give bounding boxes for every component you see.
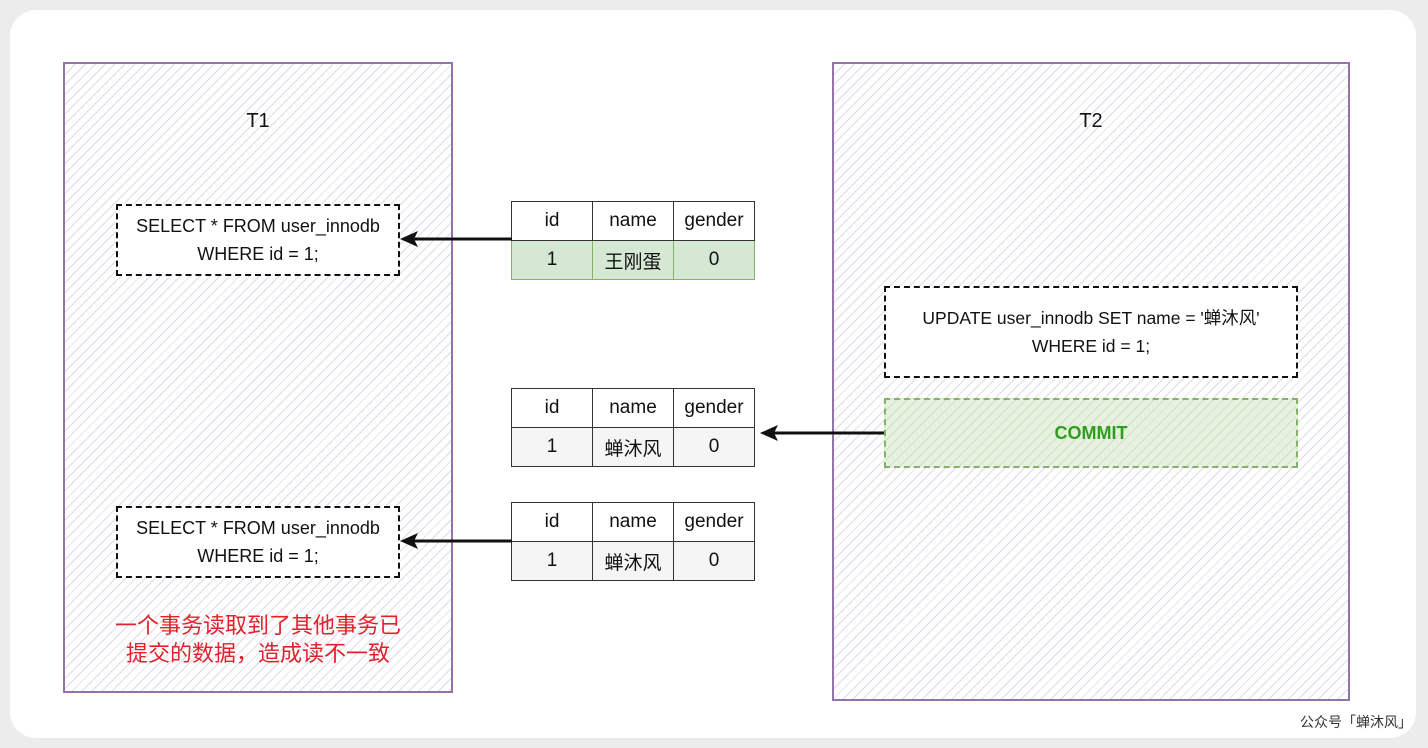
t2-update-query: UPDATE user_innodb SET name = '蝉沐风' WHER…	[884, 286, 1298, 378]
t1-select-2-line2: WHERE id = 1;	[197, 546, 319, 566]
data-table-after-commit: id name gender 1 蝉沐风 0	[511, 388, 755, 467]
t1-select-query-1: SELECT * FROM user_innodb WHERE id = 1;	[116, 204, 400, 276]
table-header-cell: id	[511, 201, 593, 241]
table-cell-name: 王刚蛋	[592, 240, 674, 280]
table-cell-gender: 0	[673, 427, 755, 467]
t1-select-query-2: SELECT * FROM user_innodb WHERE id = 1;	[116, 506, 400, 578]
table-header-cell: name	[592, 201, 674, 241]
lane-t2-title: T2	[1079, 110, 1103, 132]
t1-select-1-line2: WHERE id = 1;	[197, 244, 319, 264]
t2-commit-box: COMMIT	[884, 398, 1298, 468]
arrow-commit-to-table2	[760, 425, 884, 441]
t1-select-2-line1: SELECT * FROM user_innodb	[136, 518, 380, 538]
table-header-cell: id	[511, 388, 593, 428]
table-cell-id: 1	[511, 240, 593, 280]
table-header-row: id name gender	[511, 201, 755, 241]
lane-t1-title: T1	[246, 110, 270, 132]
table-header-cell: name	[592, 388, 674, 428]
table-cell-name: 蝉沐风	[592, 541, 674, 581]
table-header-row: id name gender	[511, 388, 755, 428]
t1-note: 一个事务读取到了其他事务已 提交的数据，造成读不一致	[80, 612, 436, 668]
arrow-table1-to-select1	[400, 231, 512, 247]
table-cell-name: 蝉沐风	[592, 427, 674, 467]
t2-commit-label: COMMIT	[1054, 422, 1128, 443]
table-header-row: id name gender	[511, 502, 755, 542]
table-header-cell: gender	[673, 388, 755, 428]
lane-t2: T2	[832, 62, 1350, 701]
table-header-cell: id	[511, 502, 593, 542]
table-header-cell: gender	[673, 502, 755, 542]
table-cell-gender: 0	[673, 541, 755, 581]
t2-update-line2: WHERE id = 1;	[1031, 336, 1151, 356]
t1-note-line2: 提交的数据，造成读不一致	[125, 641, 390, 666]
table-cell-gender: 0	[673, 240, 755, 280]
table-cell-id: 1	[511, 541, 593, 581]
arrow-table3-to-select2	[400, 533, 512, 549]
table-header-cell: name	[592, 502, 674, 542]
table-row: 1 王刚蛋 0	[511, 240, 755, 280]
table-header-cell: gender	[673, 201, 755, 241]
t1-select-1-line1: SELECT * FROM user_innodb	[136, 216, 380, 236]
table-row: 1 蝉沐风 0	[511, 427, 755, 467]
t2-update-line1: UPDATE user_innodb SET name = '蝉沐风'	[922, 308, 1260, 328]
data-table-before-update: id name gender 1 王刚蛋 0	[511, 201, 755, 280]
lane-t1: T1	[63, 62, 453, 693]
data-table-second-read: id name gender 1 蝉沐风 0	[511, 502, 755, 581]
t1-note-line1: 一个事务读取到了其他事务已	[114, 613, 401, 638]
table-row: 1 蝉沐风 0	[511, 541, 755, 581]
table-cell-id: 1	[511, 427, 593, 467]
watermark-footer: 公众号「蝉沐风」	[1300, 714, 1412, 730]
